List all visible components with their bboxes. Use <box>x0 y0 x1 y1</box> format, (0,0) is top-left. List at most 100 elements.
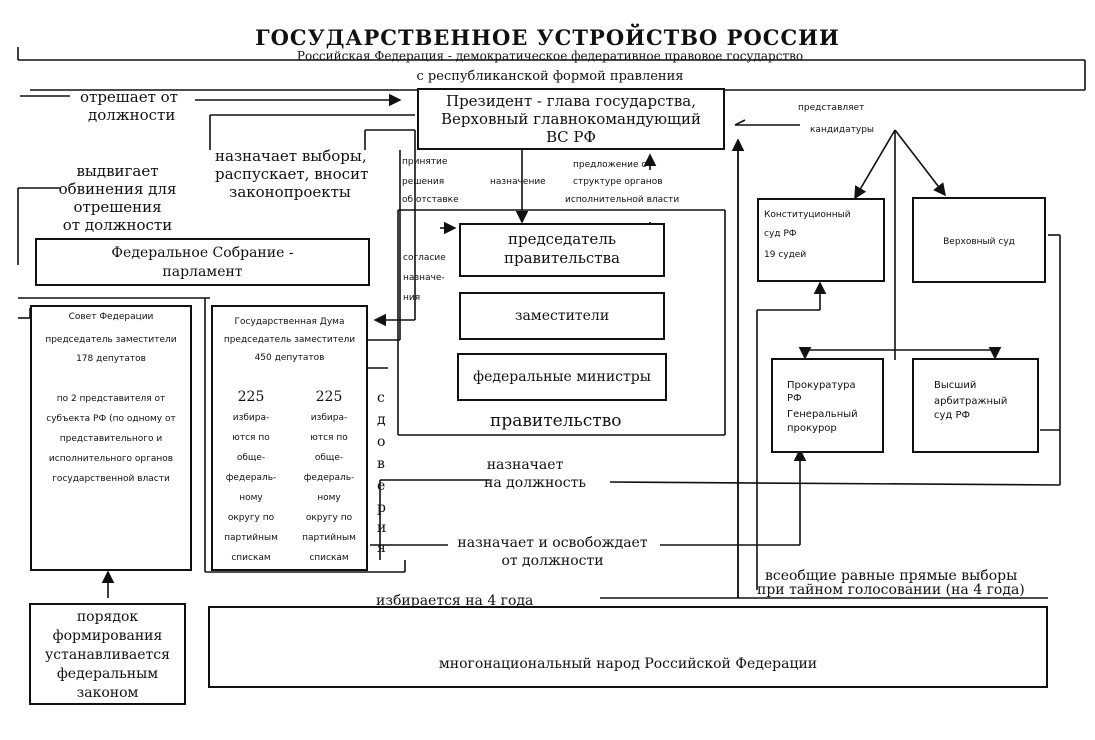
label-naznachaet-1: назначает <box>486 457 564 473</box>
pros-line4: прокурор <box>787 423 837 434</box>
label-osvob-2: от должности <box>501 553 604 569</box>
gov-chair-line2: правительства <box>504 249 620 267</box>
president-line1: Президент - глава государства, <box>446 92 696 110</box>
duma-right-num: 225 <box>315 389 343 405</box>
people-box: многонациональный народ Российской Федер… <box>208 606 1048 688</box>
label-vybory-3: законопроекты <box>229 183 351 201</box>
arb-line1: Высший <box>934 380 977 391</box>
duma-right-desc-2: ются по <box>310 433 348 443</box>
ministers-box: федеральные министры <box>457 353 667 401</box>
pros-line2: РФ <box>787 393 802 404</box>
label-predlozhenie-2: структуре органов <box>573 177 663 187</box>
label-izbiraetsya: избирается на 4 года <box>376 593 534 609</box>
label-predstavlyaet-1: представляет <box>798 103 865 113</box>
cc-line2: суд РФ <box>764 229 797 239</box>
president-line3: ВС РФ <box>546 128 596 146</box>
arb-line2: арбитражный <box>934 396 1008 407</box>
label-soglasie-2: назначе- <box>403 273 445 283</box>
prosecutor-box: Прокуратура РФ Генеральный прокурор <box>771 358 884 453</box>
fc-desc-2: субъекта РФ (по одному от <box>46 414 176 424</box>
duma-left-num: 225 <box>237 389 265 405</box>
fc-desc-1: по 2 представителя от <box>56 394 166 404</box>
president-line2: Верховный главнокомандующий <box>440 110 702 128</box>
nedoverie-letter-2: д <box>377 412 386 428</box>
federal-assembly-box: Федеральное Собрание - парламент <box>35 238 370 286</box>
fc-desc-3: представительного и <box>59 434 163 444</box>
pros-line1: Прокуратура <box>787 380 856 391</box>
state-duma-box: Государственная Дума председатель замест… <box>211 305 368 571</box>
nedoverie-letter-7: и <box>377 520 387 536</box>
duma-left-desc-4: федераль- <box>225 473 277 483</box>
duma-left-desc-7: партийным <box>224 533 278 543</box>
people-label: многонациональный народ Российской Федер… <box>438 656 818 672</box>
arbitration-court-box: Высший арбитражный суд РФ <box>912 358 1039 453</box>
duma-left-desc-3: обще- <box>236 453 266 463</box>
federation-council-box: Совет Федерации председатель заместители… <box>30 305 192 571</box>
fc-members: 178 депутатов <box>76 354 146 364</box>
fc-title: Совет Федерации <box>68 312 154 322</box>
government-chair-box: председатель правительства <box>459 223 665 277</box>
cc-line1: Конституционный <box>764 210 851 220</box>
formation-line2: формирования <box>52 628 163 644</box>
duma-title: Государственная Дума <box>234 317 345 327</box>
label-soglasie-1: согласие <box>403 253 446 263</box>
label-soglasie-3: ния <box>403 293 421 303</box>
duma-right-desc-8: спискам <box>309 553 349 563</box>
duma-right-desc-3: обще- <box>314 453 344 463</box>
duma-chair: председатель заместители <box>223 335 356 345</box>
label-vydvigaet-4: от должности <box>62 216 173 234</box>
fc-desc-5: государственной власти <box>52 474 170 484</box>
president-box: Президент - глава государства, Верховный… <box>417 88 725 150</box>
label-predstavlyaet-2: кандидатуры <box>810 125 875 135</box>
federal-assembly-line1: Федеральное Собрание - <box>111 245 294 261</box>
label-prinyatie-3: об отставке <box>402 195 459 205</box>
duma-members: 450 депутатов <box>254 353 325 363</box>
government-label: правительство <box>490 411 622 431</box>
duma-right-desc-7: партийным <box>302 533 356 543</box>
fc-chair: председатель заместители <box>45 335 177 345</box>
nedoverie-letter-6: р <box>377 500 386 516</box>
page-title: ГОСУДАРСТВЕННОЕ УСТРОЙСТВО РОССИИ <box>255 25 840 50</box>
label-prinyatie-1: принятие <box>402 157 448 167</box>
duma-left-desc-6: округу по <box>227 513 275 523</box>
ministers-label: федеральные министры <box>473 369 651 385</box>
supreme-court-label: Верховный суд <box>943 237 1015 247</box>
label-vydvigaet-2: обвинения для <box>58 180 177 198</box>
label-naznachaet-2: на должность <box>484 475 586 491</box>
duma-right-desc-1: избира- <box>310 413 348 423</box>
duma-right-desc-6: округу по <box>305 513 353 523</box>
nedoverie-letter-1: с <box>377 390 385 406</box>
formation-line1: порядок <box>76 609 139 625</box>
formation-line4: федеральным <box>56 666 159 682</box>
deputies-label: заместители <box>514 308 610 324</box>
constitutional-court-box: Конституционный суд РФ 19 судей <box>757 198 885 282</box>
label-vydvigaet-1: выдвигает <box>76 162 159 180</box>
cc-line3: 19 судей <box>764 250 807 260</box>
label-otreshaet-2: должности <box>88 106 176 124</box>
formation-line5: законом <box>76 685 139 701</box>
subtitle-line1: Российская Федерация - демократическое ф… <box>296 49 804 63</box>
pros-line3: Генеральный <box>787 409 858 420</box>
duma-left-desc-8: спискам <box>231 553 271 563</box>
label-vybory-1: назначает выборы, <box>215 147 367 165</box>
formation-line3: устанавливается <box>45 647 170 663</box>
label-predlozhenie-3: исполнительной власти <box>565 195 680 205</box>
federal-assembly-line2: парламент <box>162 264 243 280</box>
supreme-court-box: Верховный суд <box>912 197 1046 283</box>
duma-left-desc-2: ются по <box>232 433 270 443</box>
label-vybory-2: при тайном голосовании (на 4 года) <box>757 582 1025 598</box>
label-vybory-1: всеобщие равные прямые выборы <box>765 568 1018 584</box>
gov-chair-line1: председатель <box>507 230 617 248</box>
nedoverie-letter-8: я <box>377 540 386 556</box>
label-prinyatie-2: решения <box>402 177 445 187</box>
label-otreshaet-1: отрешает от <box>80 88 178 106</box>
arb-line3: суд РФ <box>934 410 971 421</box>
duma-left-desc-1: избира- <box>232 413 270 423</box>
nedoverie-letter-5: е <box>377 478 386 494</box>
label-osvob-1: назначает и освобождает <box>457 535 648 551</box>
deputies-box: заместители <box>459 292 665 340</box>
duma-right-desc-5: ному <box>317 493 341 503</box>
label-vybory-2: распускает, вносит <box>215 165 369 183</box>
duma-left-desc-5: ному <box>239 493 263 503</box>
label-naznachenie: назначение <box>490 177 546 187</box>
